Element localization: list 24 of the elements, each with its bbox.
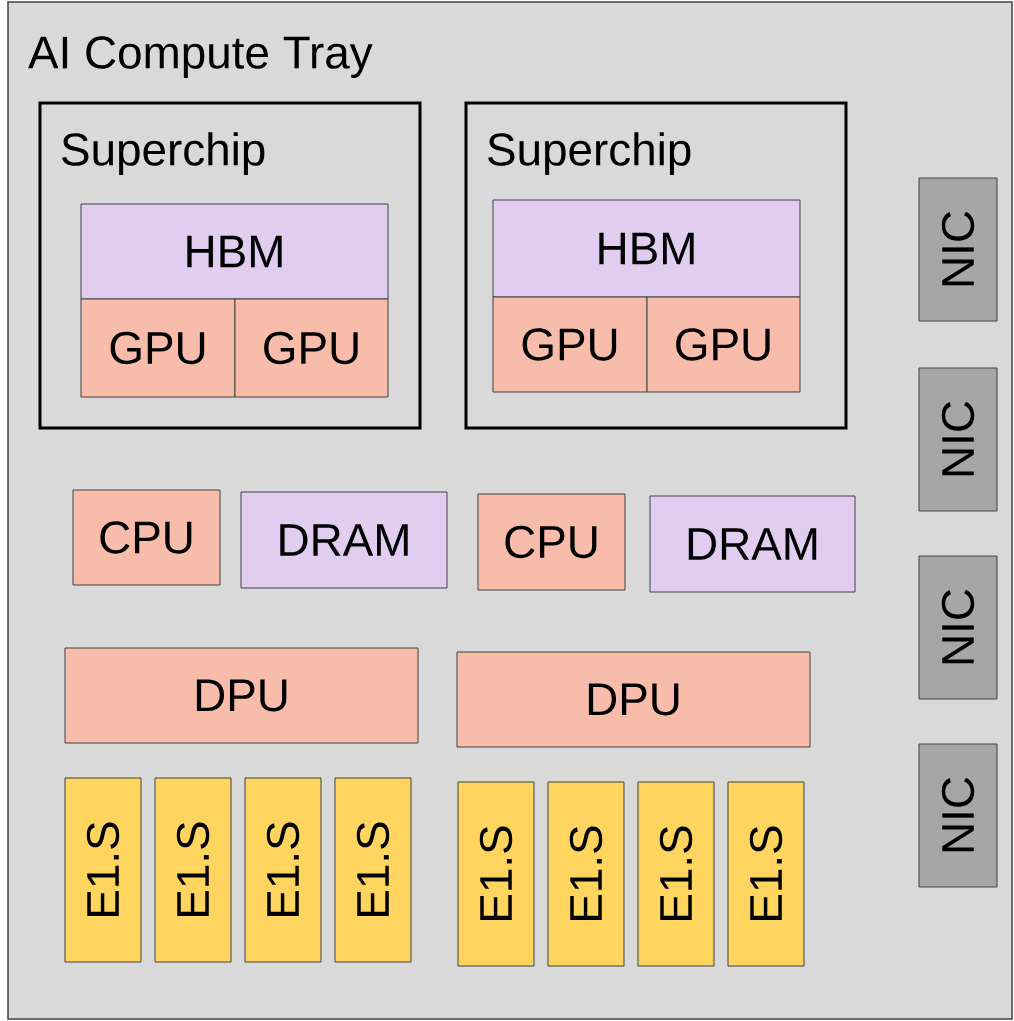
processor-box: CPU: [477, 493, 626, 591]
processor-box: GPU: [492, 296, 648, 393]
drive-box: E1.S: [334, 777, 412, 963]
processor-box: GPU: [646, 296, 801, 393]
processor-box: GPU: [80, 298, 236, 398]
processor-box: DPU: [456, 651, 811, 748]
processor-box: CPU: [72, 489, 221, 586]
drive-box: E1.S: [154, 777, 232, 963]
processor-box: GPU: [234, 298, 389, 398]
nic-box: NIC: [918, 367, 998, 512]
nic-box: NIC: [918, 743, 998, 888]
memory-box: HBM: [80, 203, 389, 300]
drive-box: E1.S: [244, 777, 322, 963]
memory-box: DRAM: [240, 491, 448, 589]
processor-box: DPU: [64, 647, 419, 744]
drive-box: E1.S: [64, 777, 142, 963]
memory-box: DRAM: [649, 495, 856, 593]
drive-box: E1.S: [637, 781, 715, 967]
memory-box: HBM: [492, 199, 801, 298]
drive-box: E1.S: [727, 781, 805, 967]
nic-box: NIC: [918, 555, 998, 700]
nic-box: NIC: [918, 177, 998, 322]
drive-box: E1.S: [547, 781, 625, 967]
drive-box: E1.S: [457, 781, 535, 967]
